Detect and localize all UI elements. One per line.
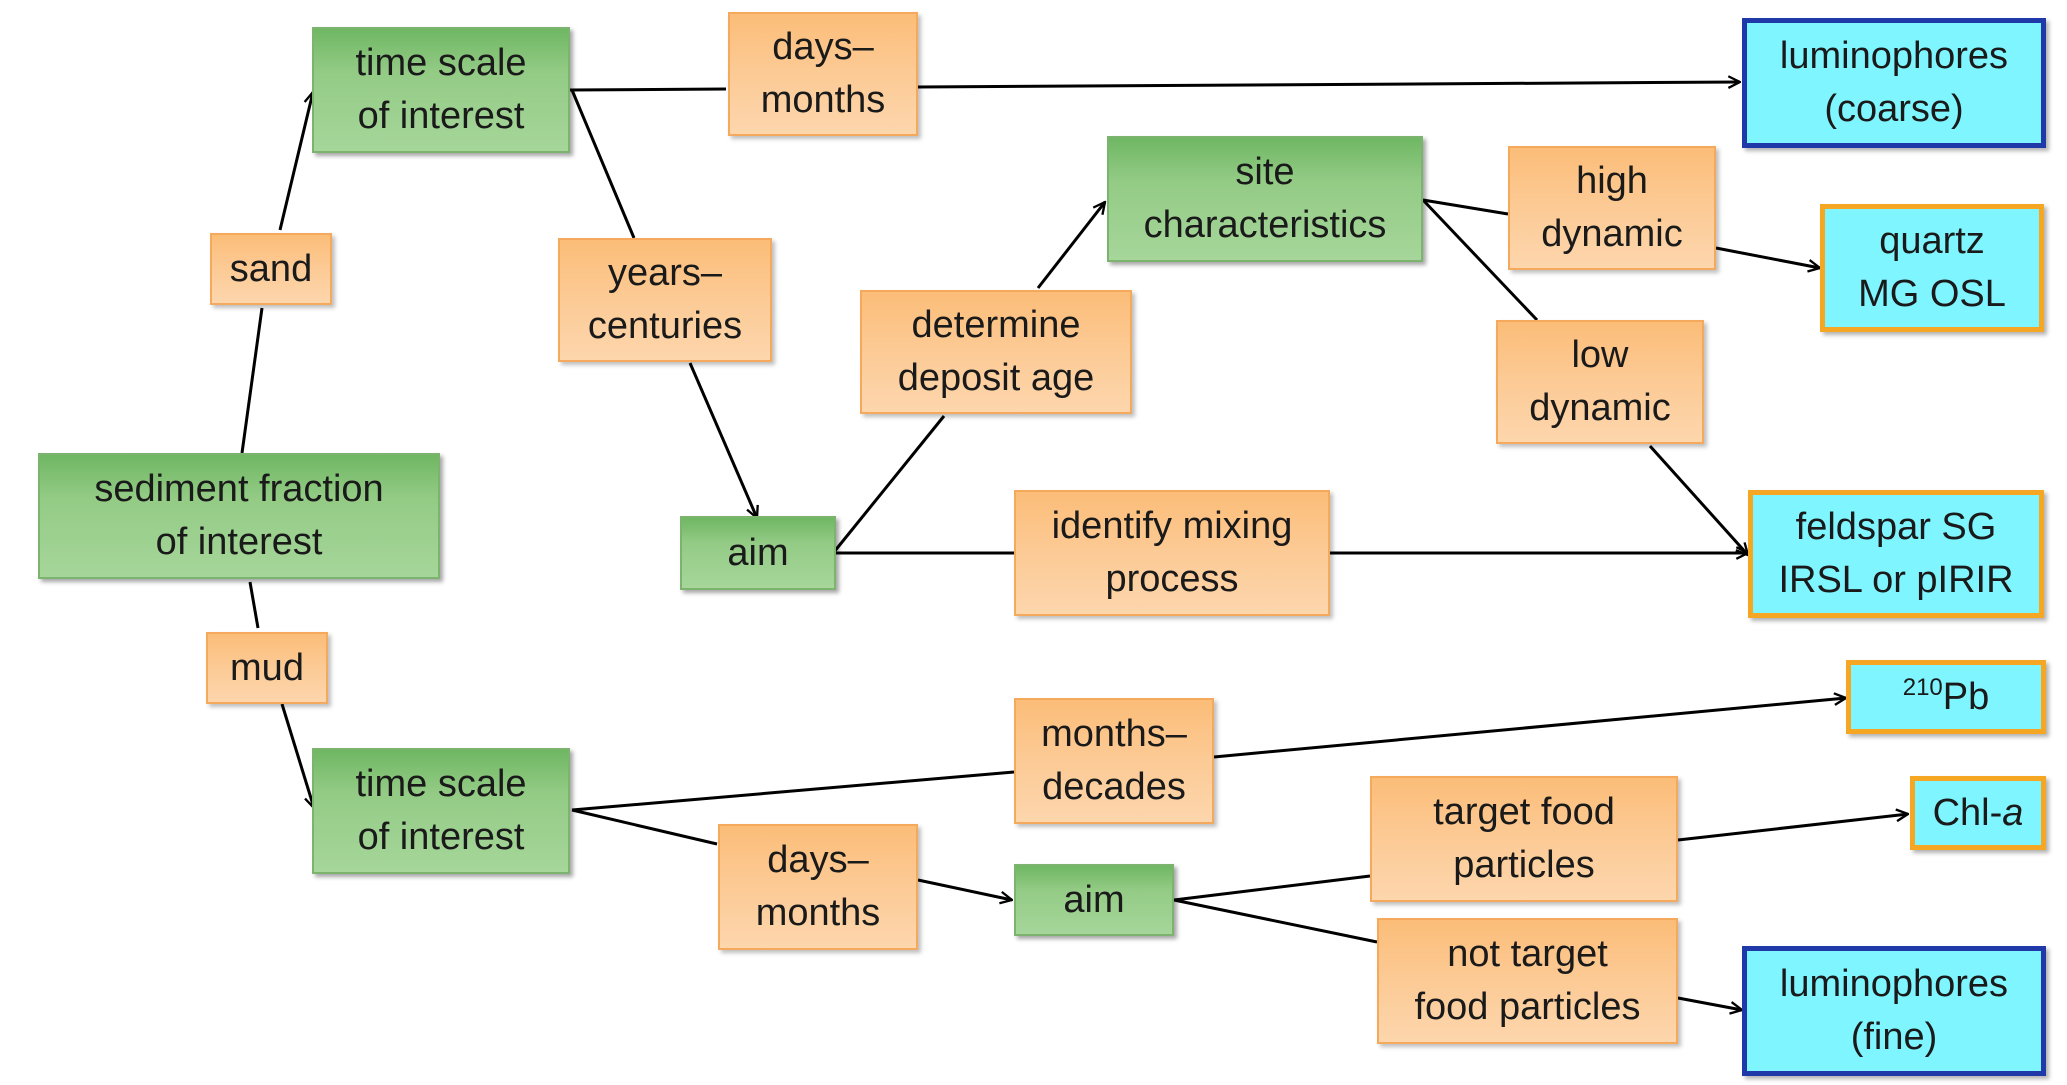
edge-months-decades-to-pb210	[1213, 698, 1846, 759]
low-dynamic-line2: dynamic	[1529, 387, 1671, 429]
edge-aim-to-determine-age	[832, 415, 946, 553]
days-months-bottom-node: days– months	[718, 824, 918, 950]
quartz-mg-osl-node: quartz MG OSL	[1820, 204, 2044, 332]
determine-deposit-age-line1: determine	[911, 304, 1081, 346]
feldspar-sg-node: feldspar SG IRSL or pIRIR	[1748, 490, 2044, 618]
edge-aim-to-not-target	[1173, 898, 1378, 944]
quartz-line2: MG OSL	[1858, 273, 2006, 315]
luminophores-coarse-node: luminophores (coarse)	[1742, 18, 2046, 148]
days-months-bottom-line1: days–	[767, 839, 869, 881]
timescale-sand-line1: time scale	[355, 42, 527, 84]
timescale-mud-line2: of interest	[357, 816, 525, 858]
edge-mud-to-timescale	[280, 703, 314, 808]
luminophores-fine-node: luminophores (fine)	[1742, 946, 2046, 1076]
chl-a-prefix: Chl-	[1932, 791, 2003, 834]
edge-years-to-aim	[688, 362, 757, 518]
low-dynamic-line1: low	[1571, 334, 1629, 376]
identify-mixing-process-line1: identify mixing	[1051, 505, 1293, 547]
years-centuries-line1: years–	[607, 252, 723, 294]
high-dynamic-line1: high	[1576, 160, 1648, 202]
edge-target-food-to-chla	[1677, 814, 1908, 842]
timescale-sand-line2: of interest	[357, 95, 525, 137]
target-food-particles-line1: target food	[1433, 791, 1615, 833]
edge-timescale-to-days-months	[569, 87, 727, 92]
not-target-food-particles-line1: not target	[1447, 933, 1608, 975]
determine-deposit-age-line2: deposit age	[897, 357, 1095, 399]
mud-label: mud	[230, 646, 304, 689]
edge-site-to-high-dynamic	[1422, 198, 1509, 216]
sand-label-node: sand	[210, 233, 332, 305]
pb210-label: 210Pb	[1903, 671, 1990, 724]
identify-mixing-process-node: identify mixing process	[1014, 490, 1330, 616]
days-months-top-node: days– months	[728, 12, 918, 136]
target-food-particles-node: target food particles	[1370, 776, 1678, 902]
timescale-mud-line1: time scale	[355, 763, 527, 805]
edge-sand-to-timescale	[278, 92, 313, 231]
high-dynamic-line2: dynamic	[1541, 213, 1683, 255]
edge-timescale-to-years	[570, 89, 636, 239]
site-characteristics-line2: characteristics	[1143, 204, 1387, 246]
timescale-mud-node: time scale of interest	[312, 748, 570, 874]
edge-not-target-to-luminophores-fine	[1677, 996, 1742, 1010]
target-food-particles-line2: particles	[1453, 844, 1595, 886]
edge-determine-age-to-site	[1036, 202, 1105, 289]
feldspar-line1: feldspar SG	[1795, 506, 1997, 548]
luminophores-fine-line2: (fine)	[1850, 1016, 1938, 1058]
pb210-node: 210Pb	[1846, 660, 2046, 734]
aim-mud-label: aim	[1063, 878, 1125, 921]
mud-label-node: mud	[206, 632, 328, 704]
edge-site-to-low-dynamic	[1421, 198, 1539, 322]
sediment-fraction-line2: of interest	[155, 521, 323, 563]
pb210-superscript: 210	[1902, 673, 1943, 701]
sediment-fraction-line1: sediment fraction	[94, 468, 384, 510]
chl-a-node: Chl-a	[1910, 776, 2046, 850]
not-target-food-particles-line2: food particles	[1414, 986, 1641, 1028]
aim-sand-label: aim	[727, 531, 789, 574]
edge-sediment-to-sand	[240, 307, 264, 454]
luminophores-coarse-line2: (coarse)	[1824, 88, 1964, 130]
low-dynamic-node: low dynamic	[1496, 320, 1704, 444]
edge-timescale-to-months-decades	[571, 770, 1015, 812]
sand-label: sand	[229, 247, 313, 290]
edge-low-dynamic-to-feldspar	[1648, 444, 1748, 555]
edge-days-months-bottom-to-aim	[917, 878, 1012, 900]
days-months-top-line1: days–	[772, 26, 874, 68]
edge-aim-to-target-food	[1173, 874, 1371, 902]
chl-a-italic: a	[2002, 791, 2024, 834]
months-decades-line1: months–	[1041, 713, 1187, 755]
days-months-top-line2: months	[760, 79, 886, 121]
pb210-element: Pb	[1942, 675, 1990, 718]
edge-timescale-to-days-months-bottom	[571, 808, 718, 846]
luminophores-coarse-line1: luminophores	[1779, 35, 2009, 77]
edge-high-dynamic-to-quartz	[1715, 246, 1820, 268]
years-centuries-node: years– centuries	[558, 238, 772, 362]
months-decades-line2: decades	[1042, 766, 1186, 808]
identify-mixing-process-line2: process	[1105, 558, 1239, 600]
months-decades-node: months– decades	[1014, 698, 1214, 824]
edge-sediment-to-mud	[248, 581, 260, 629]
site-characteristics-node: site characteristics	[1107, 136, 1423, 262]
high-dynamic-node: high dynamic	[1508, 146, 1716, 270]
chl-a-label: Chl-a	[1933, 787, 2024, 840]
luminophores-fine-line1: luminophores	[1779, 963, 2009, 1005]
days-months-bottom-line2: months	[755, 892, 881, 934]
sediment-fraction-node: sediment fraction of interest	[38, 453, 440, 579]
feldspar-line2: IRSL or pIRIR	[1778, 559, 2014, 601]
determine-deposit-age-node: determine deposit age	[860, 290, 1132, 414]
aim-mud-node: aim	[1014, 864, 1174, 936]
years-centuries-line2: centuries	[587, 305, 743, 347]
aim-sand-node: aim	[680, 516, 836, 590]
edge-days-months-to-luminophores-coarse	[917, 82, 1740, 87]
not-target-food-particles-node: not target food particles	[1377, 918, 1678, 1044]
quartz-line1: quartz	[1879, 220, 1985, 262]
site-characteristics-line1: site	[1235, 151, 1295, 193]
timescale-sand-node: time scale of interest	[312, 27, 570, 153]
